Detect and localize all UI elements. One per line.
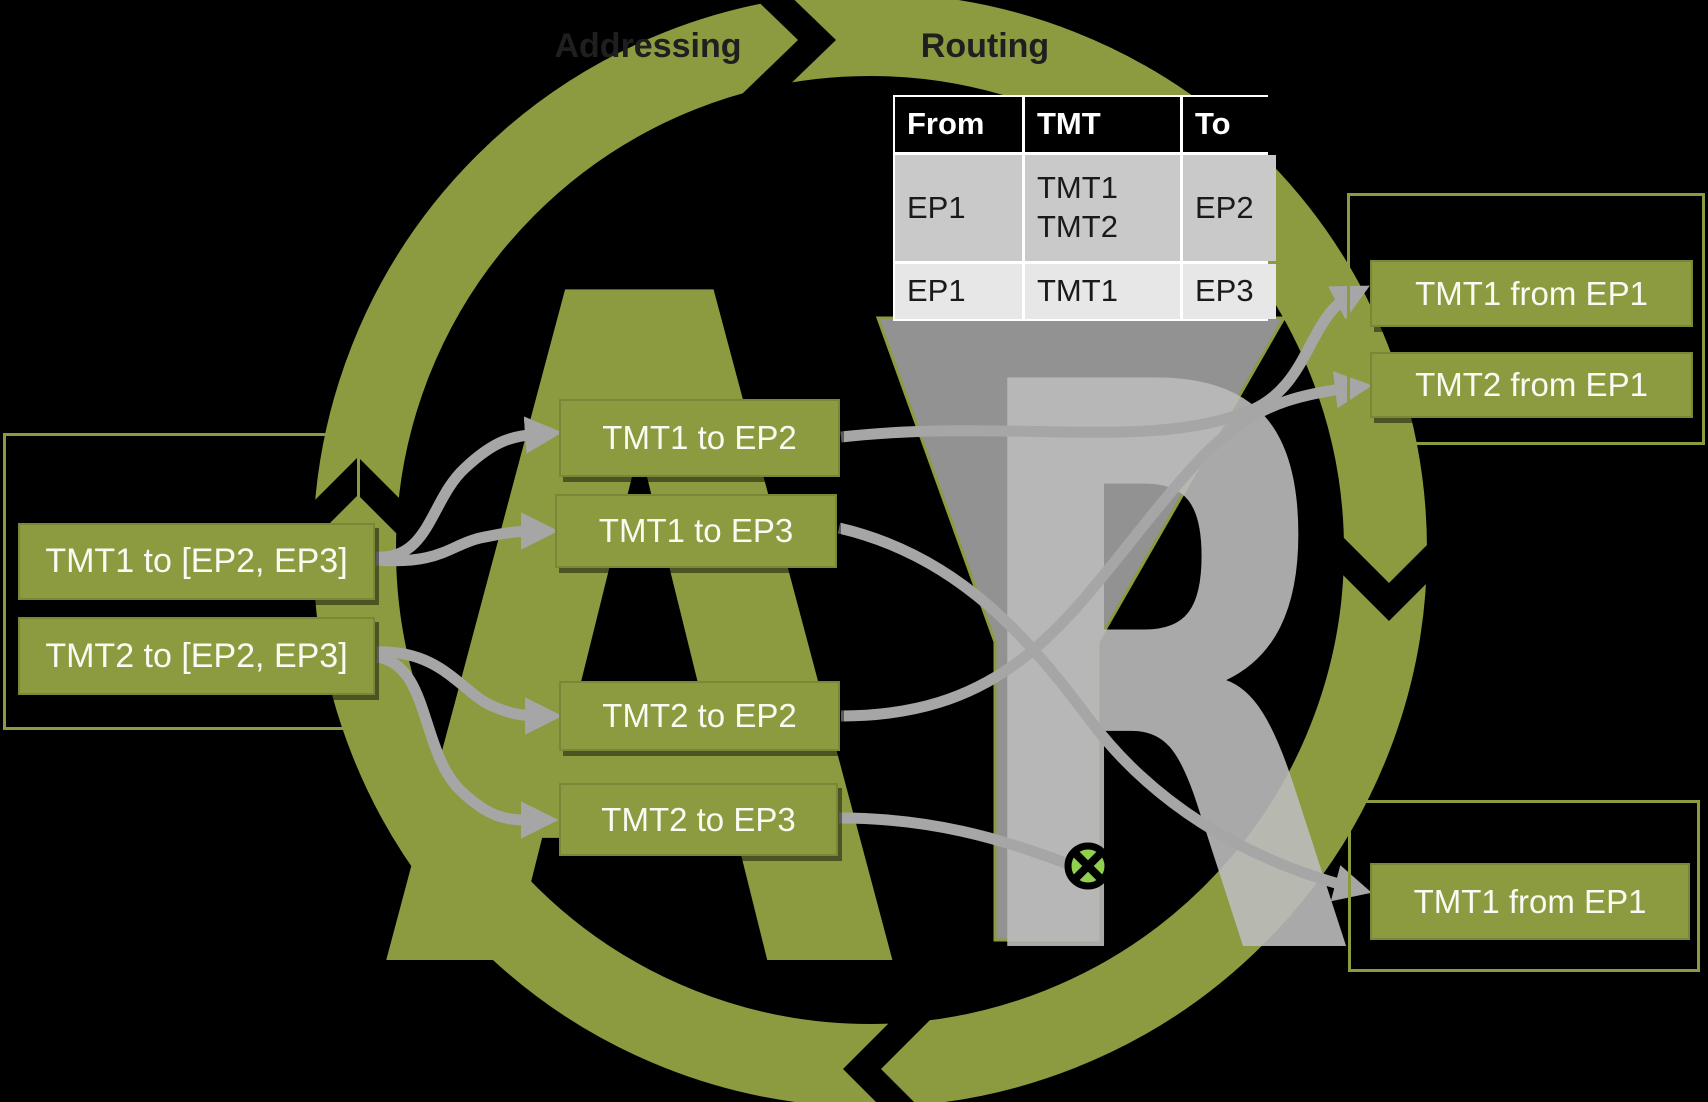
routing-table-cell: EP1	[895, 155, 1022, 261]
received-box-tmt2-from-ep1: TMT2 from EP1	[1370, 352, 1693, 418]
routing-table-header-tmt: TMT	[1025, 97, 1180, 152]
stage-label-addressing: Addressing	[554, 27, 742, 65]
letter-a: A	[383, 107, 900, 1102]
connector-tmt2-to-ep2	[376, 646, 563, 735]
receiver-ep3-container	[1348, 800, 1700, 972]
routing-table: From TMT To EP1 TMT1 TMT2 EP2 EP1 TMT1 E…	[893, 95, 1276, 321]
cycle-gap-top-icon	[741, 0, 836, 95]
routing-table-cell-line: TMT1	[1037, 170, 1118, 206]
received-box-tmt1-from-ep1-ep3: TMT1 from EP1	[1370, 863, 1690, 940]
routing-table-cell-line: TMT2	[1037, 209, 1118, 244]
routing-table-cell: EP1	[895, 264, 1022, 319]
connector-tmt1-to-ep2	[375, 416, 563, 563]
addressed-box-tmt1-ep2: TMT1 to EP2	[559, 399, 840, 477]
stage-label-routing: Routing	[920, 27, 1050, 65]
sender-box-tmt1: TMT1 to [EP2, EP3]	[18, 523, 375, 600]
addressed-box-tmt1-ep3: TMT1 to EP3	[555, 494, 837, 568]
receiver-ep2-container	[1347, 193, 1705, 445]
connector-route-tmt1-ep2	[840, 285, 1370, 443]
connector-route-tmt2-ep3-blocked	[838, 812, 1070, 870]
connector-route-tmt2-ep2	[840, 371, 1373, 722]
cycle-gap-right-icon	[1334, 528, 1444, 621]
routing-table-header-from: From	[895, 97, 1022, 152]
received-box-tmt1-from-ep1: TMT1 from EP1	[1370, 260, 1693, 327]
connector-route-tmt1-ep3	[837, 522, 1372, 902]
routing-table-header-to: To	[1183, 97, 1276, 152]
addressed-box-tmt2-ep3: TMT2 to EP3	[559, 783, 838, 856]
routing-table-cell: EP3	[1183, 264, 1276, 319]
routing-table-cell: EP2	[1183, 155, 1276, 261]
routing-table-cell: TMT1	[1025, 264, 1180, 319]
addressed-box-tmt2-ep2: TMT2 to EP2	[559, 681, 840, 751]
connector-tmt1-to-ep3	[375, 512, 559, 567]
sender-box-tmt2: TMT2 to [EP2, EP3]	[18, 617, 375, 695]
blocked-route-icon	[1064, 842, 1112, 890]
routing-table-cell: TMT1 TMT2	[1025, 155, 1180, 261]
cycle-gap-bottom-icon	[843, 1014, 936, 1102]
connector-tmt2-to-ep3	[375, 651, 559, 839]
